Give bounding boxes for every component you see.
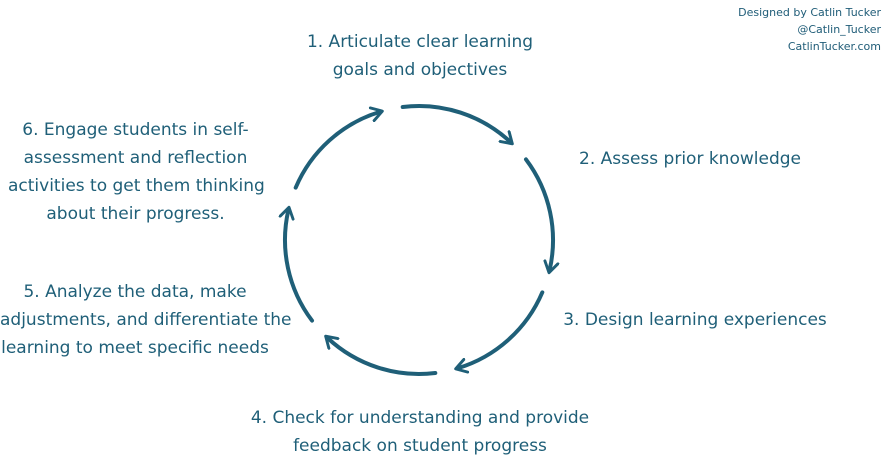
step-2-line-1: 2. Assess prior knowledge: [579, 149, 801, 169]
cycle-arrow-5: [285, 210, 314, 323]
cycle-arrow-4: [328, 338, 438, 376]
credit-name: Designed by Catlin Tucker: [738, 6, 881, 19]
step-5-analyze-data: 5. Analyze the data, make adjustments, a…: [0, 278, 292, 362]
step-6-line-1: 6. Engage students in self-: [22, 120, 249, 140]
step-5-line-1: 5. Analyze the data, make: [23, 282, 247, 302]
step-4-line-1: 4. Check for understanding and provide: [250, 408, 590, 428]
step-1-line-1: 1. Articulate clear learning: [306, 32, 534, 52]
credit-handle: @Catlin_Tucker: [797, 23, 881, 36]
cycle-arrow-2: [524, 157, 553, 270]
step-4-check-understanding: 4. Check for understanding and provide f…: [240, 404, 600, 460]
cycle-arrows: [285, 104, 553, 376]
credit-website: CatlinTucker.com: [787, 40, 881, 53]
cycle-arrow-6: [293, 112, 380, 190]
designer-credit: Designed by Catlin Tucker @Catlin_Tucker…: [738, 4, 881, 55]
step-5-line-2: adjustments, and differentiate the: [0, 310, 292, 330]
step-6-line-2: assessment and reflection: [23, 148, 248, 168]
step-6-line-3: activities to get them thinking: [8, 176, 265, 196]
cycle-arrow-3: [458, 290, 545, 368]
step-3-line-1: 3. Design learning experiences: [563, 310, 827, 330]
step-1-articulate-goals: 1. Articulate clear learning goals and o…: [300, 28, 540, 84]
step-6-self-assessment: 6. Engage students in self- assessment a…: [8, 116, 265, 228]
step-1-line-2: goals and objectives: [332, 60, 508, 80]
cycle-arrow-1: [400, 104, 511, 142]
step-5-line-3: learning to meet specific needs: [1, 338, 269, 358]
step-4-line-2: feedback on student progress: [293, 436, 547, 456]
step-2-assess-prior-knowledge: 2. Assess prior knowledge: [570, 145, 810, 173]
step-3-design-learning-experiences: 3. Design learning experiences: [560, 306, 830, 334]
step-6-line-4: about their progress.: [46, 204, 225, 224]
